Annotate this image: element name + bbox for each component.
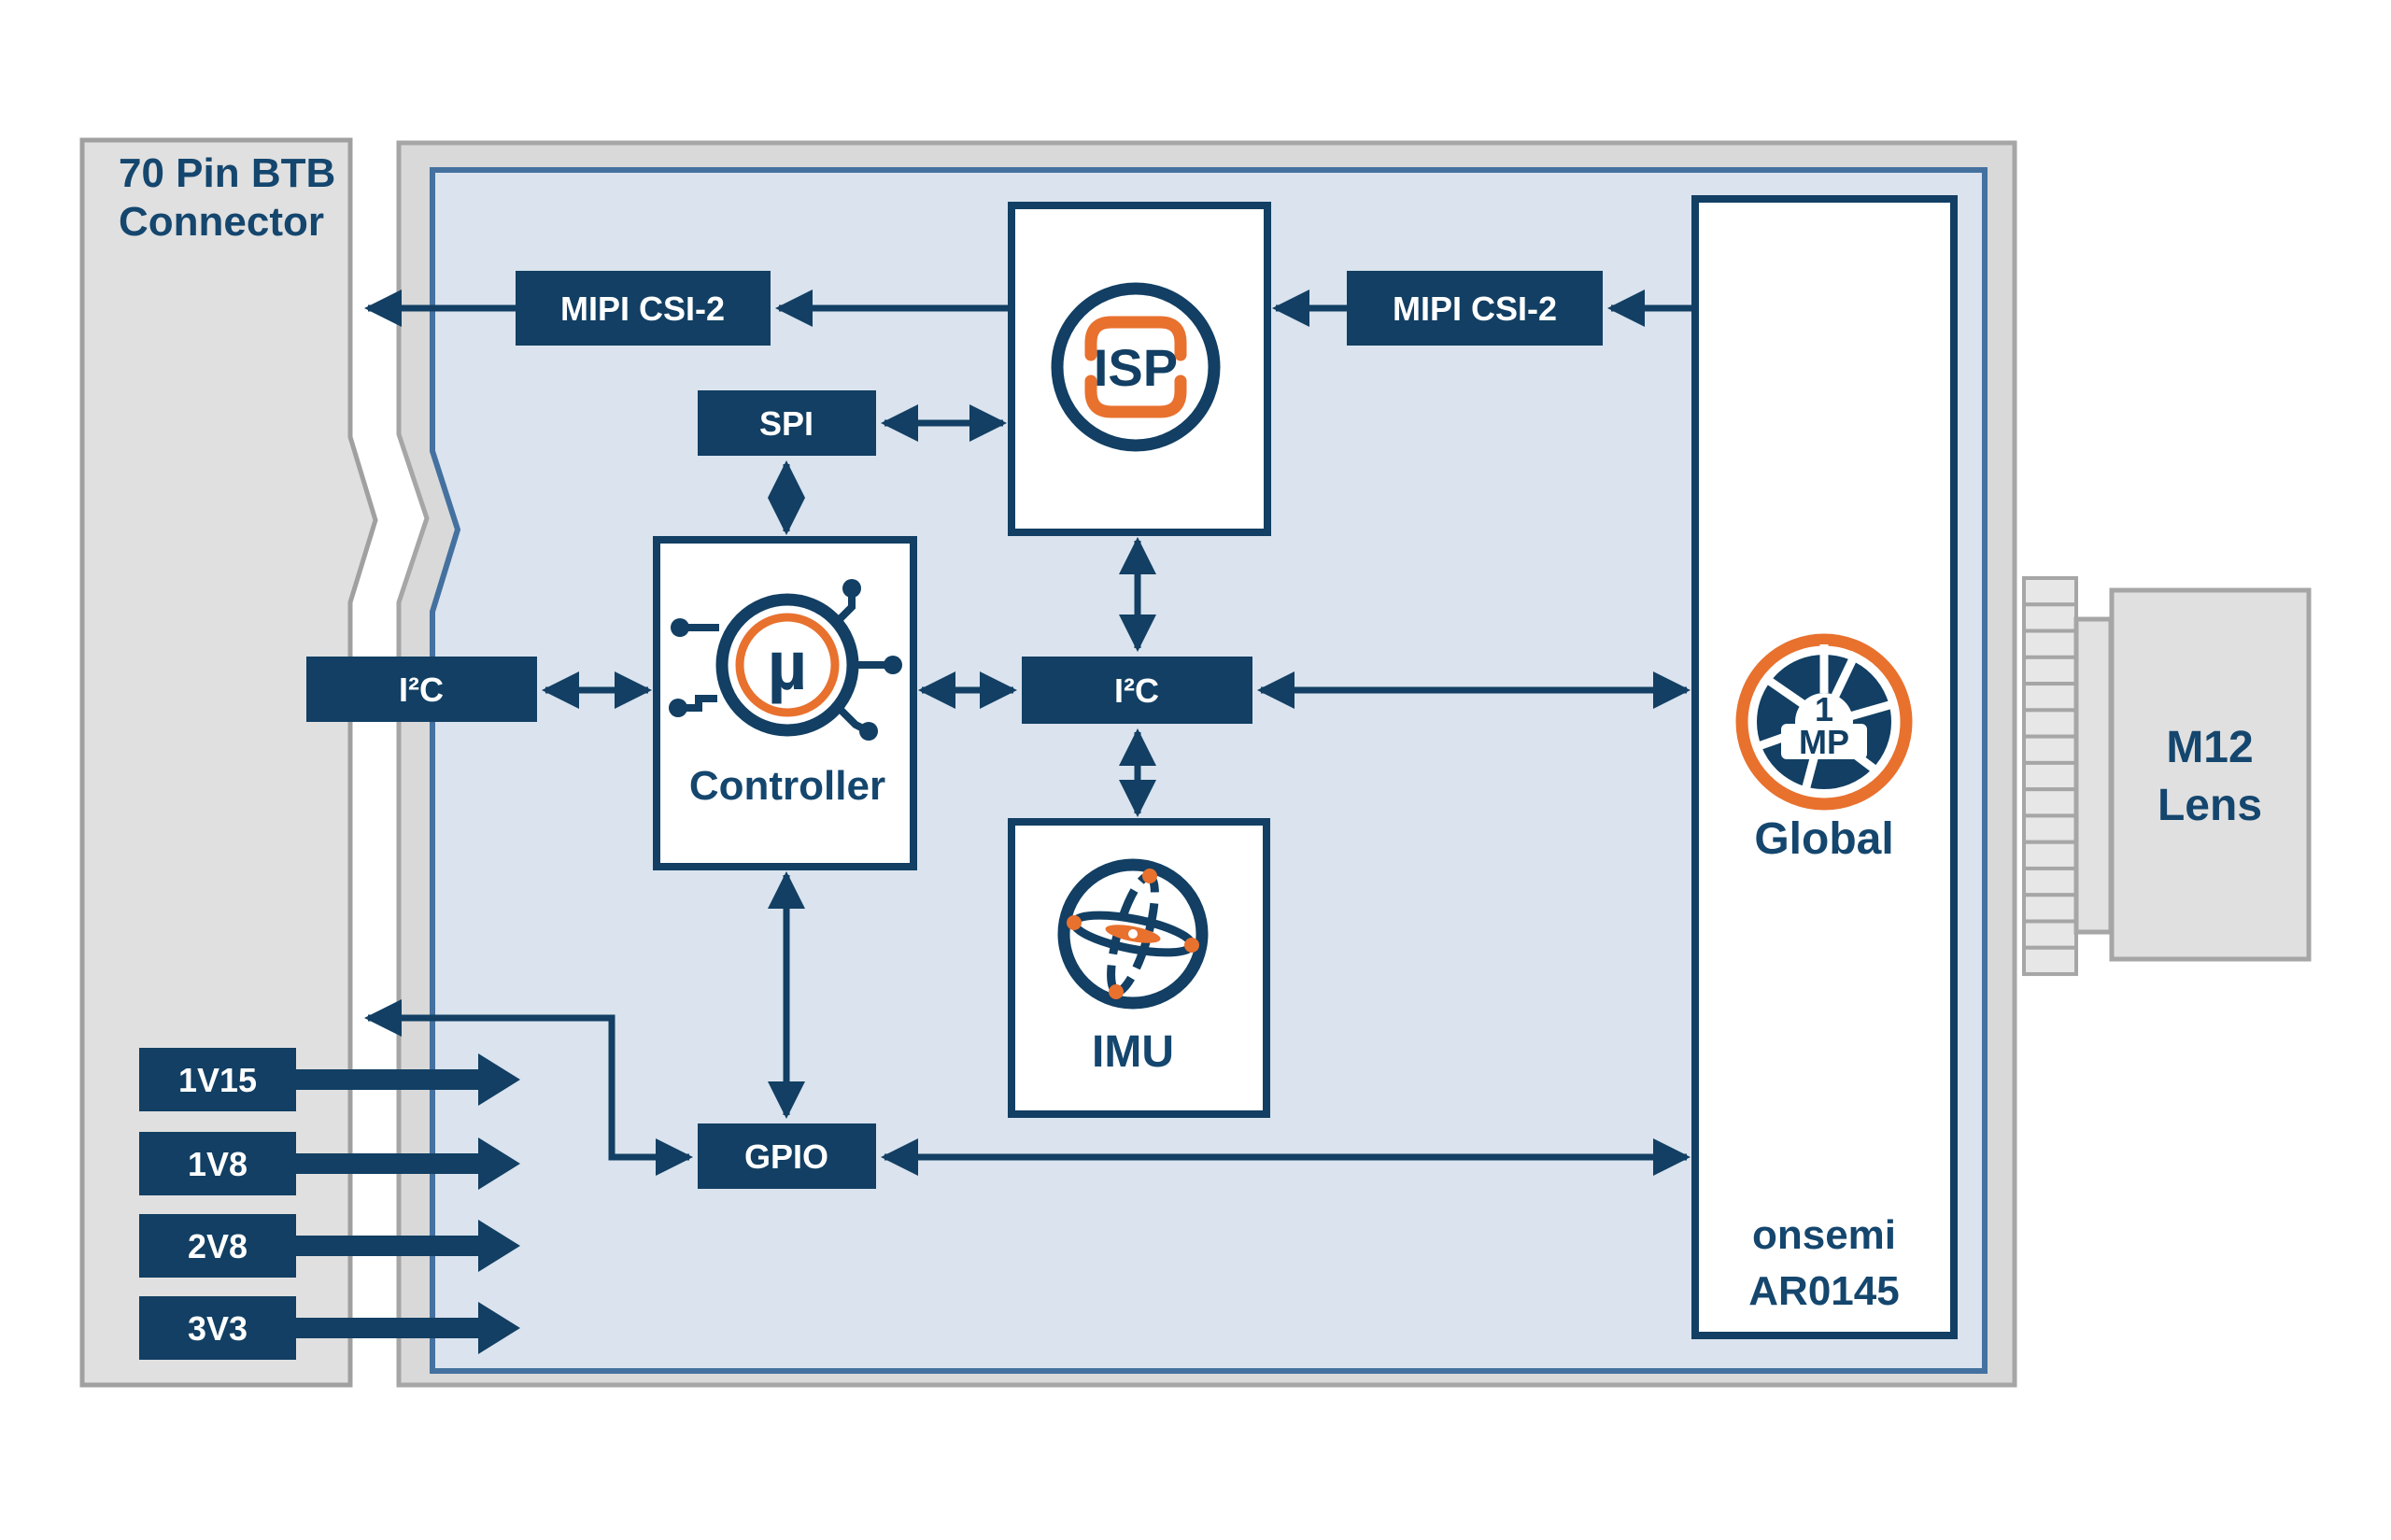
power-rails: 1V15 1V8 2V8 3V3: [139, 1048, 520, 1360]
imu-block: IMU: [1008, 818, 1270, 1118]
thread-segment: [2022, 945, 2078, 977]
i2c-left-box: I²C: [306, 657, 537, 722]
mipi-csi2-right: MIPI CSI-2: [1347, 271, 1603, 346]
power-rail-1v15: 1V15: [139, 1048, 520, 1111]
controller-mu-symbol: µ: [768, 627, 808, 704]
power-rail-2v8: 2V8: [139, 1214, 520, 1278]
btb-connector-label-line1: 70 Pin BTB: [119, 150, 335, 196]
imu-label: IMU: [1092, 1027, 1174, 1077]
thread-segment: [2022, 655, 2078, 686]
lens-barrel: [2073, 616, 2114, 935]
power-arrow-1v8: [296, 1137, 520, 1190]
sensor-part-number: AR0145: [1748, 1268, 1899, 1314]
power-rail-3v3: 3V3: [139, 1296, 520, 1360]
arrow-gpio-connector: [364, 999, 693, 1176]
thread-segment: [2022, 919, 2078, 950]
gpio-label: GPIO: [744, 1137, 828, 1176]
m12-lens-label-line1: M12: [2166, 723, 2253, 772]
thread-segment: [2022, 893, 2078, 924]
power-arrow-1v15: [296, 1053, 520, 1106]
microcontroller-icon: µ: [669, 579, 902, 741]
btb-connector: 70 Pin BTB Connector: [79, 137, 378, 1388]
sensor-block: 1 MP Global onsemi AR0145: [1691, 195, 1958, 1339]
spi-label: SPI: [759, 404, 814, 443]
lens-assembly: M12 Lens: [2022, 576, 2312, 977]
spi-box: SPI: [698, 390, 876, 456]
m12-lens-label-line2: Lens: [2158, 781, 2262, 830]
interface-boxes: MIPI CSI-2 MIPI CSI-2 SPI I²C I²C GPIO: [306, 271, 1603, 1189]
sensor-shutter-label: Global: [1754, 814, 1893, 864]
thread-segment: [2022, 813, 2078, 844]
btb-connector-body: [79, 137, 378, 1388]
isp-block: ISP: [1008, 202, 1271, 536]
aperture-icon: 1 MP: [1735, 633, 1913, 811]
imu-gyroscope-icon: [1057, 858, 1209, 1010]
controller-block: µ Controller: [653, 536, 917, 870]
thread-segment: [2022, 866, 2078, 897]
thread-segment: [2022, 734, 2078, 765]
power-arrow-3v3: [296, 1302, 520, 1354]
power-rail-3v3-label: 3V3: [188, 1309, 248, 1348]
sensor-mp-line1: 1: [1815, 690, 1833, 728]
i2c-center-box: I²C: [1022, 657, 1252, 724]
lens-threads: [2022, 576, 2078, 977]
i2c-left-label: I²C: [399, 671, 444, 709]
thread-segment: [2022, 708, 2078, 739]
thread-segment: [2022, 576, 2078, 607]
btb-connector-label-line2: Connector: [119, 199, 324, 245]
sensor-vendor: onsemi: [1752, 1212, 1896, 1258]
i2c-center-label: I²C: [1114, 671, 1159, 710]
isp-icon: ISP: [1051, 282, 1221, 452]
m12-lens-body: [2109, 587, 2312, 962]
connections: [364, 290, 1695, 1176]
power-rail-2v8-label: 2V8: [188, 1227, 248, 1265]
thread-segment: [2022, 840, 2078, 870]
gpio-box: GPIO: [698, 1123, 876, 1189]
thread-segment: [2022, 682, 2078, 713]
isp-label: ISP: [1094, 338, 1178, 397]
power-rail-1v8-label: 1V8: [188, 1145, 248, 1183]
power-rail-1v15-label: 1V15: [178, 1061, 257, 1099]
controller-label: Controller: [689, 763, 885, 809]
mipi-csi2-left-label: MIPI CSI-2: [560, 290, 725, 328]
mipi-csi2-right-label: MIPI CSI-2: [1393, 290, 1557, 328]
thread-segment: [2022, 629, 2078, 659]
thread-segment: [2022, 760, 2078, 792]
thread-segment: [2022, 787, 2078, 818]
isp-box: [1008, 202, 1271, 536]
thread-segment: [2022, 602, 2078, 633]
board-inner-pcb: [430, 167, 1988, 1374]
power-arrow-2v8: [296, 1220, 520, 1272]
mipi-csi2-left: MIPI CSI-2: [516, 271, 771, 346]
power-rail-1v8: 1V8: [139, 1132, 520, 1195]
sensor-mp-line2: MP: [1799, 723, 1849, 761]
